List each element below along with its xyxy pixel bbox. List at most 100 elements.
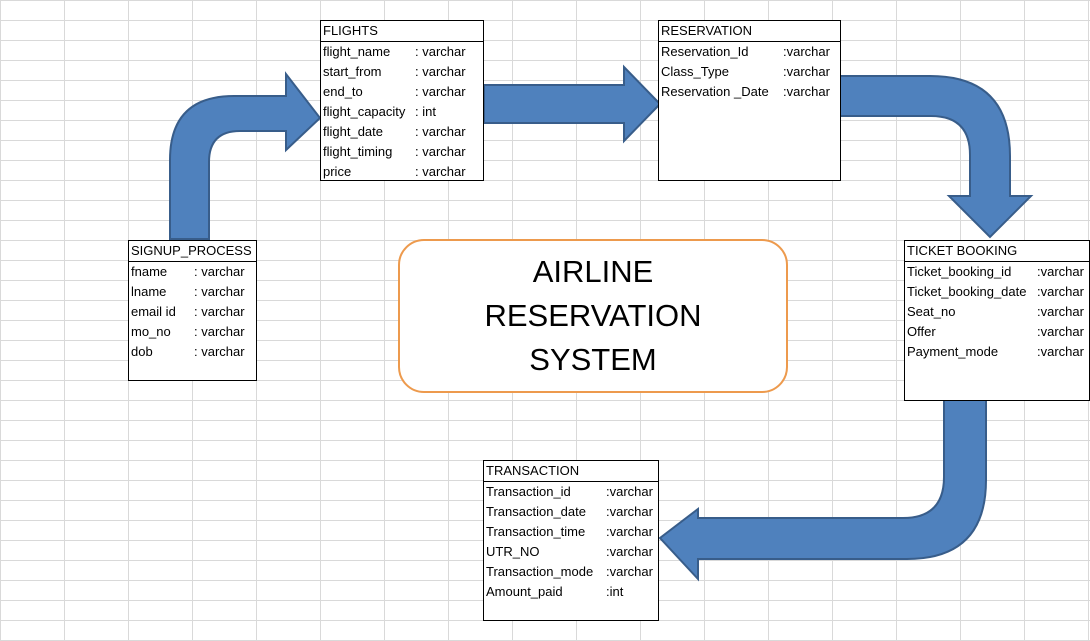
field-name: price [323, 164, 352, 179]
field-name: Amount_paid [486, 584, 563, 599]
field-type: :varchar [606, 504, 653, 519]
table-title: FLIGHTS [321, 21, 483, 42]
field-row: start_from : varchar [321, 62, 483, 82]
arrow-flights-to-reservation [483, 64, 662, 144]
field-row: end_to : varchar [321, 82, 483, 102]
field-row: Ticket_booking_date :varchar [905, 282, 1089, 302]
field-row: dob : varchar [129, 342, 256, 362]
field-type: : varchar [194, 344, 245, 359]
field-name: Class_Type [661, 64, 729, 79]
field-name: flight_capacity [323, 104, 406, 119]
field-row: fname : varchar [129, 262, 256, 282]
field-name: dob [131, 344, 153, 359]
field-name: flight_name [323, 44, 391, 59]
field-name: Ticket_booking_id [907, 264, 1012, 279]
field-row: Ticket_booking_id :varchar [905, 262, 1089, 282]
field-row: Transaction_mode :varchar [484, 562, 658, 582]
field-type: : int [415, 104, 436, 119]
field-type: : varchar [415, 64, 466, 79]
field-name: flight_date [323, 124, 383, 139]
field-name: mo_no [131, 324, 171, 339]
field-type: :varchar [1037, 344, 1084, 359]
field-list: fname : varchar lname : varchar email id : va… [129, 262, 256, 362]
system-title-box: AIRLINE RESERVATION SYSTEM [398, 239, 788, 393]
field-type: : varchar [415, 124, 466, 139]
field-type: : varchar [415, 164, 466, 179]
field-type: : varchar [415, 144, 466, 159]
field-row: Amount_paid :int [484, 582, 658, 602]
field-type: :varchar [606, 544, 653, 559]
field-row: Transaction_time :varchar [484, 522, 658, 542]
field-row: Transaction_id :varchar [484, 482, 658, 502]
field-row: flight_name : varchar [321, 42, 483, 62]
table-signup-process: SIGNUP_PROCESS fname : varchar lname : varc… [128, 240, 257, 381]
field-row: Transaction_date :varchar [484, 502, 658, 522]
field-type: : varchar [194, 304, 245, 319]
field-type: :int [606, 584, 624, 599]
field-name: Payment_mode [907, 344, 999, 359]
field-name: lname [131, 284, 167, 299]
field-type: :varchar [1037, 304, 1084, 319]
field-name: end_to [323, 84, 363, 99]
field-row: Offer :varchar [905, 322, 1089, 342]
arrow-reservation-to-ticket-booking [839, 75, 1034, 239]
field-row: Class_Type :varchar [659, 62, 840, 82]
field-row: flight_capacity : int [321, 102, 483, 122]
field-type: :varchar [783, 64, 830, 79]
field-name: Reservation _Date [661, 84, 769, 99]
field-type: :varchar [606, 564, 653, 579]
field-row: lname : varchar [129, 282, 256, 302]
field-name: fname [131, 264, 168, 279]
field-row: flight_date : varchar [321, 122, 483, 142]
field-type: :varchar [606, 524, 653, 539]
field-name: Reservation_Id [661, 44, 749, 59]
field-type: : varchar [194, 264, 245, 279]
table-title: SIGNUP_PROCESS [129, 241, 256, 262]
field-name: Offer [907, 324, 936, 339]
field-type: :varchar [606, 484, 653, 499]
table-ticket-booking: TICKET BOOKING Ticket_booking_id :varchar… [904, 240, 1090, 401]
arrow-signup-to-flights [169, 71, 322, 240]
field-type: :varchar [1037, 284, 1084, 299]
field-type: :varchar [1037, 324, 1084, 339]
field-row: mo_no : varchar [129, 322, 256, 342]
field-type: : varchar [415, 44, 466, 59]
field-name: UTR_NO [486, 544, 540, 559]
field-name: Ticket_booking_date [907, 284, 1027, 299]
field-type: :varchar [783, 44, 830, 59]
field-row: Seat_no :varchar [905, 302, 1089, 322]
field-name: flight_timing [323, 144, 393, 159]
field-type: : varchar [194, 284, 245, 299]
field-type: : varchar [194, 324, 245, 339]
field-name: Transaction_time [486, 524, 586, 539]
table-title: RESERVATION [659, 21, 840, 42]
field-type: :varchar [1037, 264, 1084, 279]
field-row: UTR_NO :varchar [484, 542, 658, 562]
system-title: AIRLINE RESERVATION SYSTEM [484, 254, 702, 377]
field-name: Transaction_date [486, 504, 586, 519]
field-type: :varchar [783, 84, 830, 99]
table-title: TRANSACTION [484, 461, 658, 482]
field-row: Reservation_Id :varchar [659, 42, 840, 62]
table-flights: FLIGHTS flight_name : varchar start_from : … [320, 20, 484, 181]
table-title: TICKET BOOKING [905, 241, 1089, 262]
field-type: : varchar [415, 84, 466, 99]
field-row: price : varchar [321, 162, 483, 182]
field-name: start_from [323, 64, 382, 79]
field-row: Payment_mode :varchar [905, 342, 1089, 362]
field-row: Reservation _Date :varchar [659, 82, 840, 102]
field-row: email id : varchar [129, 302, 256, 322]
field-name: Transaction_id [486, 484, 571, 499]
field-name: Transaction_mode [486, 564, 594, 579]
field-name: Seat_no [907, 304, 956, 319]
field-name: email id [131, 304, 176, 319]
field-row: flight_timing : varchar [321, 142, 483, 162]
arrow-ticket-booking-to-transaction [658, 399, 987, 582]
